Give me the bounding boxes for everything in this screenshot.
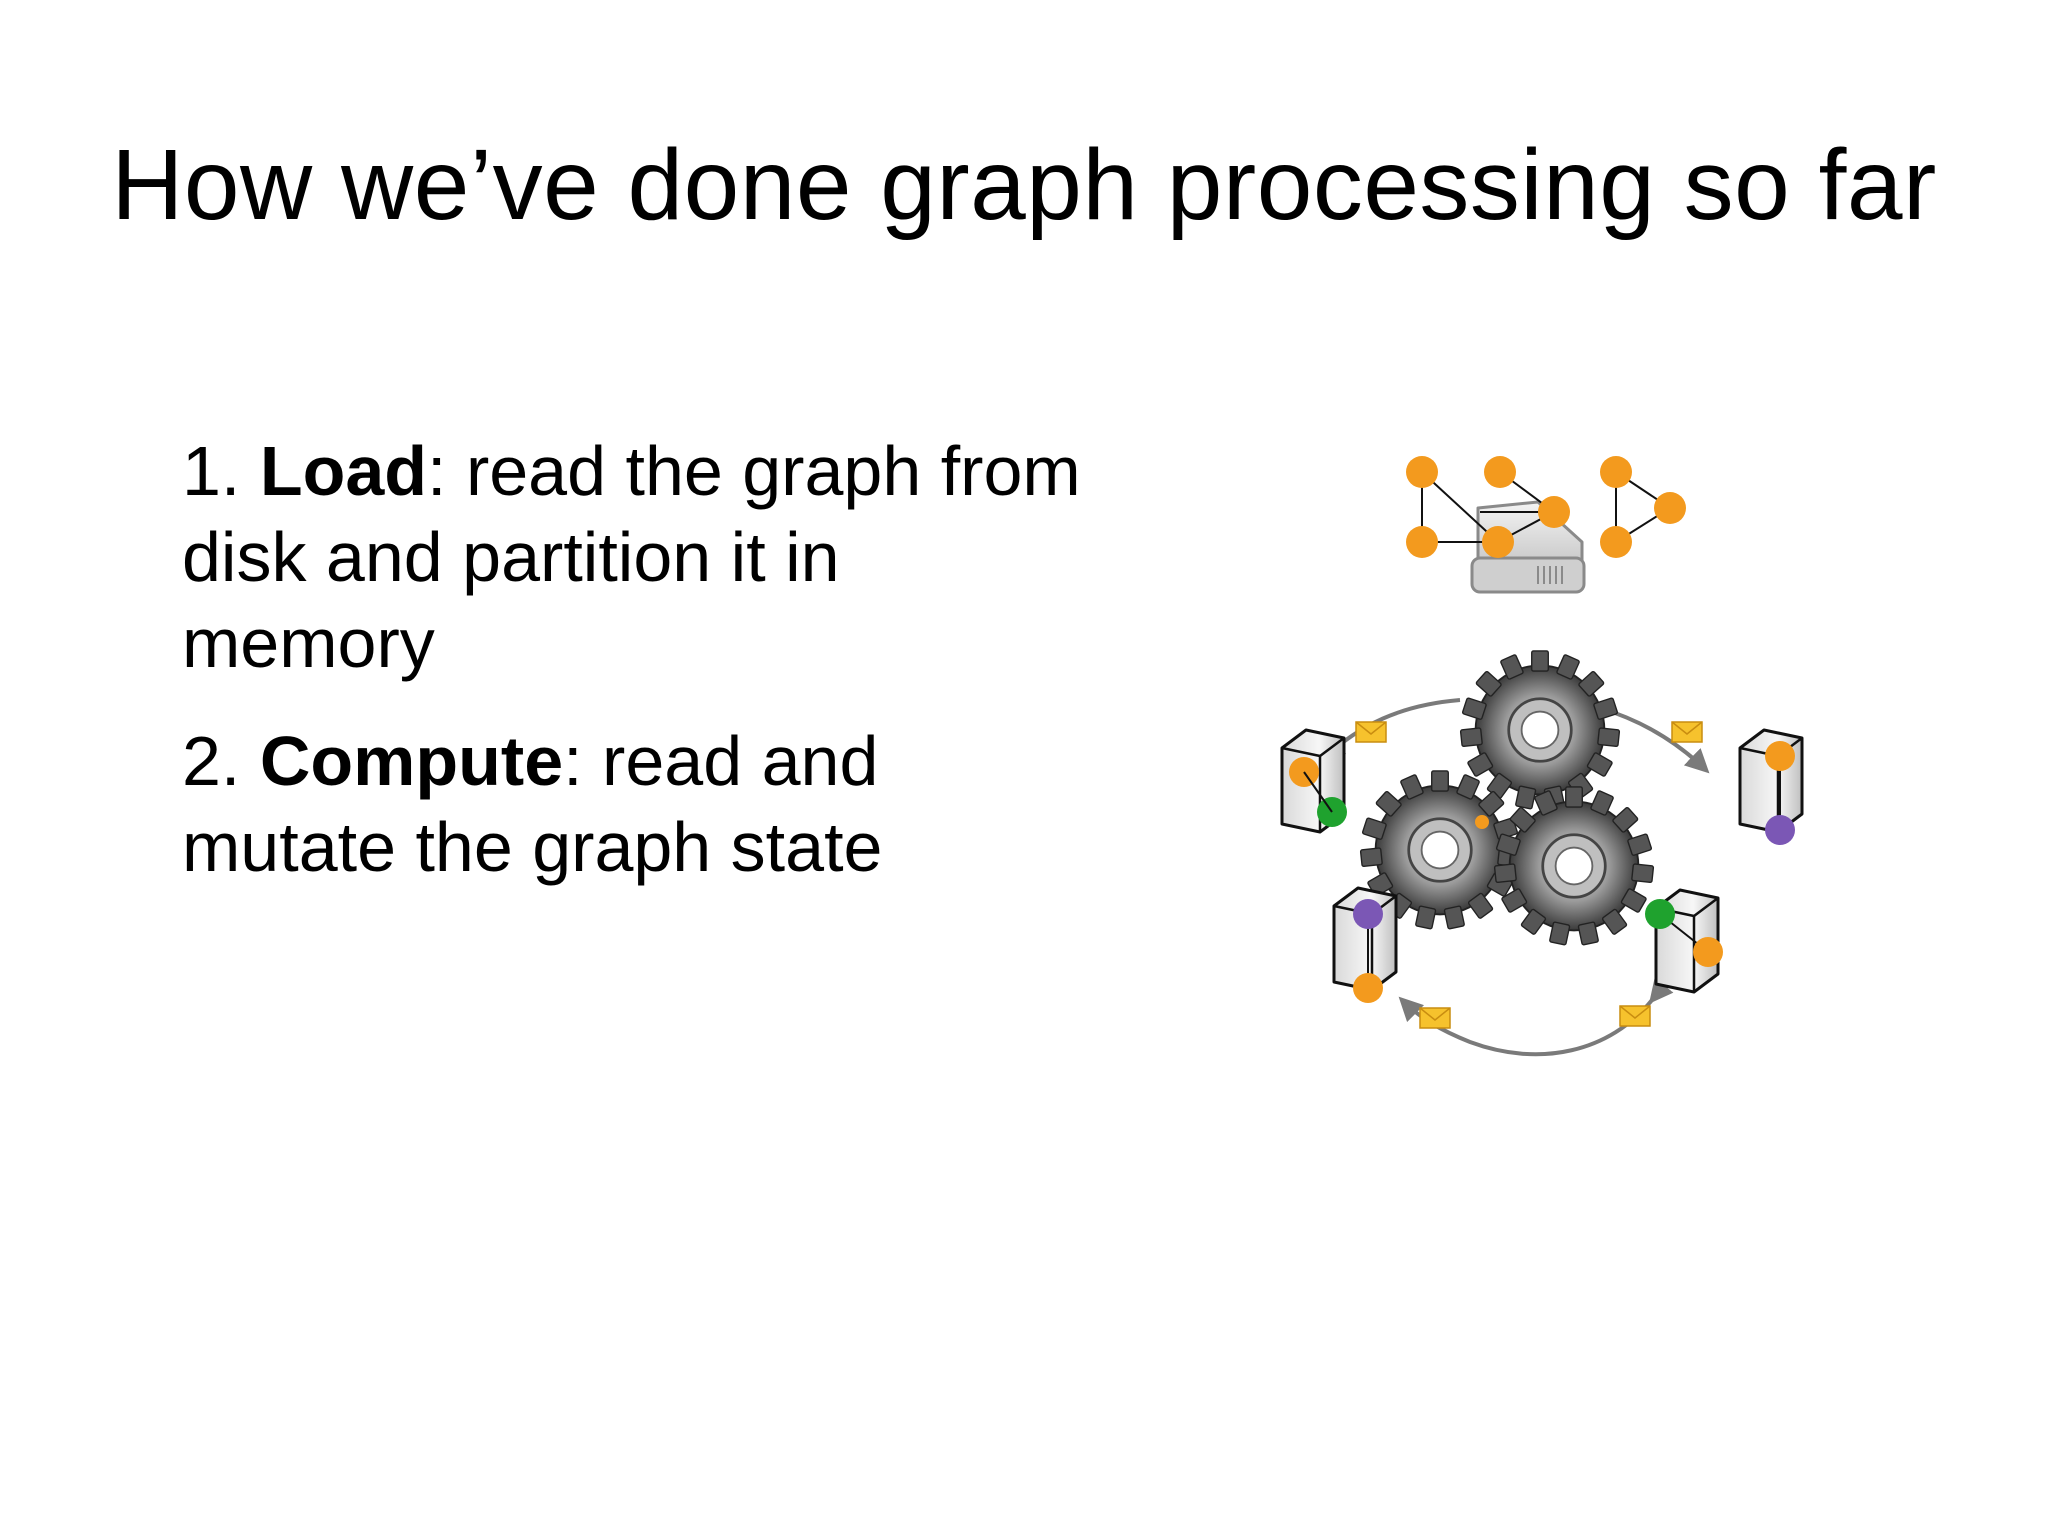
bullet-description: : read the graph from disk and partition… — [182, 432, 1081, 682]
server-icon — [1280, 728, 1347, 834]
gears-icon — [1359, 649, 1655, 947]
graph-processing-illustration — [1280, 456, 1804, 1057]
server-icon — [1645, 888, 1723, 994]
bullet-description: : read and mutate the graph state — [182, 722, 883, 886]
bullet-term: Compute — [259, 722, 564, 800]
bullet-load: 1. Load: read the graph from disk and pa… — [182, 428, 1082, 686]
bullet-term: Load — [259, 432, 428, 510]
bullet-number: 2. — [182, 722, 260, 800]
server-icon — [1738, 728, 1804, 845]
graph-icon — [1406, 456, 1686, 558]
server-icon — [1332, 886, 1398, 1003]
slide-title: How we’ve done graph processing so far — [111, 129, 1937, 241]
bullet-list: 1. Load: read the graph from disk and pa… — [182, 428, 1082, 922]
bullet-compute: 2. Compute: read and mutate the graph st… — [182, 718, 1082, 890]
bullet-number: 1. — [182, 432, 260, 510]
